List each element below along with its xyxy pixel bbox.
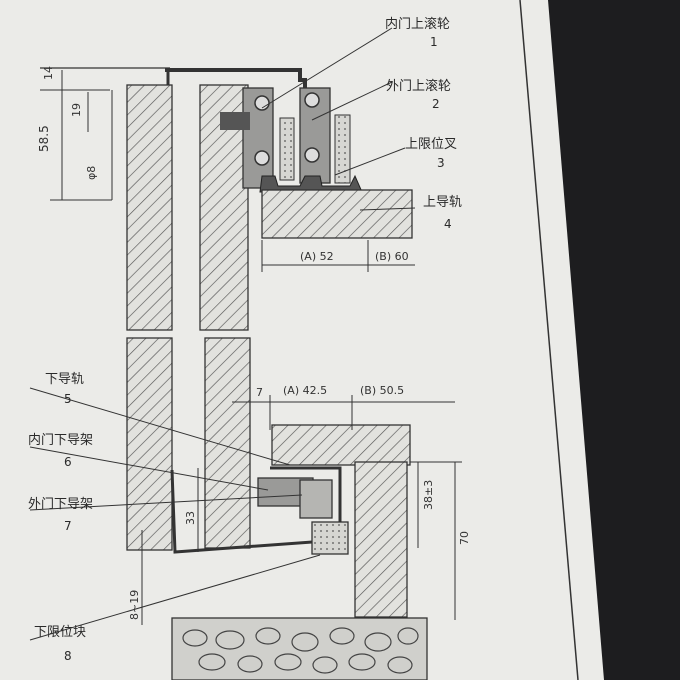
upper-guide-profile — [259, 174, 363, 193]
leader-7 — [29, 494, 303, 511]
callout-1-number: 1 — [430, 35, 438, 49]
callout-3-label: 上限位叉 — [405, 137, 457, 152]
callout-4-number: 4 — [444, 217, 452, 231]
dim-a52: (A) 52 — [300, 250, 334, 263]
callout-2-number: 2 — [432, 97, 440, 111]
top-channel — [165, 68, 307, 90]
dim-14: 14 — [42, 66, 55, 80]
drawing-border — [519, 0, 579, 680]
floor-slab — [171, 617, 428, 680]
leader-8 — [29, 554, 321, 641]
callout-5-label: 下导轨 — [45, 372, 84, 387]
callout-8-label: 下限位块 — [34, 625, 86, 640]
dim-70: 70 — [458, 531, 471, 545]
dim-b60: (B) 60 — [375, 250, 409, 263]
callout-5-number: 5 — [64, 392, 72, 406]
dim-58-5: 58.5 — [37, 125, 51, 152]
dim-33: 33 — [184, 511, 197, 525]
callout-7-label: 外门下导架 — [28, 497, 93, 512]
leader-4 — [359, 207, 416, 211]
callout-1-label: 内门上滚轮 — [385, 16, 450, 32]
floor-wall-block — [354, 461, 408, 618]
outer-door-panel-bottom — [126, 337, 173, 551]
floor-stones — [182, 627, 419, 674]
outer-door-panel-top — [126, 84, 173, 331]
dim-b50-5: (B) 50.5 — [360, 384, 404, 397]
inner-roller-bracket — [220, 112, 250, 130]
outer-roller-wheel-top — [304, 92, 320, 108]
dim-a42-5: (A) 42.5 — [283, 384, 327, 397]
leader-6 — [29, 446, 269, 491]
upper-rail-base — [261, 189, 413, 239]
lower-limit-block — [311, 521, 349, 555]
limit-fork-outer — [334, 114, 351, 184]
leader-1 — [261, 27, 393, 109]
dim-phi8: φ8 — [85, 166, 98, 180]
callout-8-number: 8 — [64, 649, 72, 663]
inner-roller-wheel-top — [254, 95, 270, 111]
outer-lower-guide — [299, 479, 333, 519]
dim-8-19: 8~19 — [128, 590, 141, 620]
outer-roller-wheel-bottom — [304, 147, 320, 163]
leader-2 — [311, 81, 393, 121]
callout-2-label: 外门上滚轮 — [386, 78, 451, 94]
limit-fork-inner — [279, 117, 295, 181]
lower-rail-block — [271, 424, 411, 466]
callout-3-number: 3 — [437, 156, 445, 170]
dim-38: 38±3 — [422, 480, 435, 510]
dim-19: 19 — [70, 103, 83, 117]
dim-7: 7 — [256, 386, 263, 399]
callout-7-number: 7 — [64, 519, 72, 533]
callout-4-label: 上导轨 — [423, 195, 462, 210]
inner-roller-wheel-bottom — [254, 150, 270, 166]
callout-6-label: 内门下导架 — [28, 432, 93, 448]
inner-door-panel-bottom — [204, 337, 251, 549]
leader-5 — [29, 387, 291, 466]
leader-3 — [334, 147, 406, 176]
callout-6-number: 6 — [64, 455, 72, 469]
